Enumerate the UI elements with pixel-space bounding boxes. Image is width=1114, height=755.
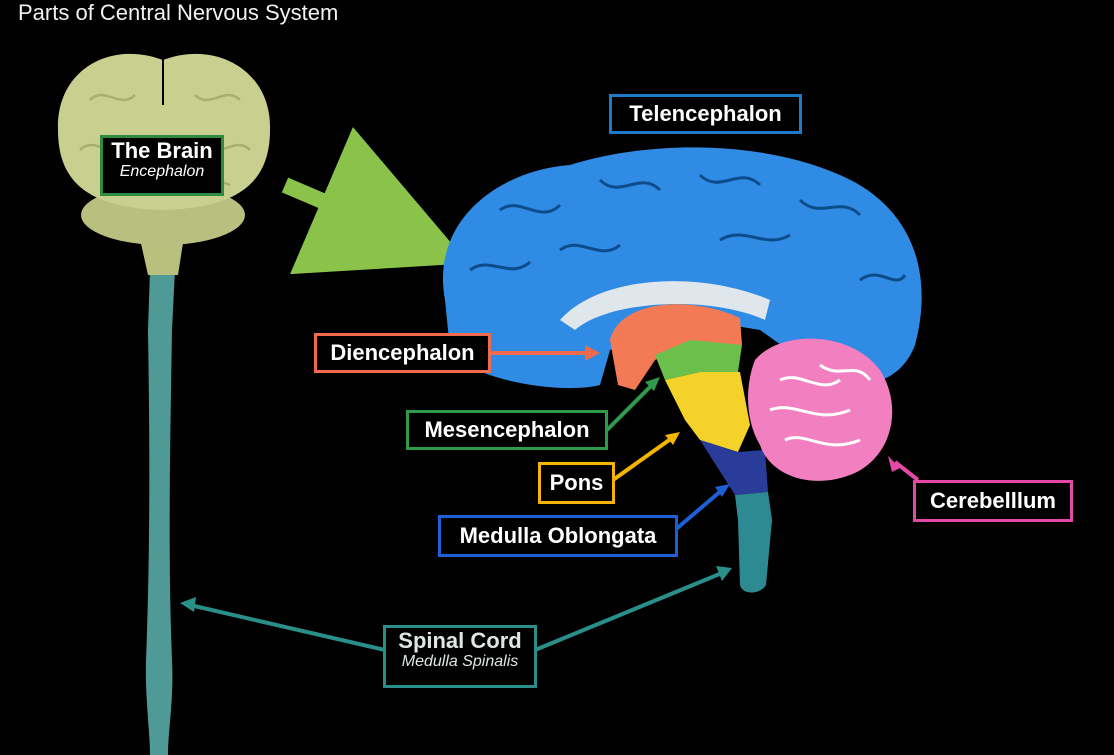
label-spinal-cord: Spinal Cord Medulla Spinalis xyxy=(383,625,537,688)
cerebellum-arrowhead xyxy=(888,456,900,472)
label-spinal-cord-name: Spinal Cord xyxy=(398,628,522,653)
cerebellum-region xyxy=(748,338,893,481)
cerebellum-folia xyxy=(769,363,872,447)
label-mesencephalon: Mesencephalon xyxy=(406,410,608,450)
telencephalon-sulci xyxy=(469,173,907,282)
mesencephalon-arrowhead xyxy=(645,377,660,391)
sagittal-brain-illustration xyxy=(442,147,922,593)
cerebellum-arrow xyxy=(893,460,920,482)
brain-to-section-arrow xyxy=(281,127,469,275)
spinal-arrowhead-left xyxy=(180,597,196,612)
medulla-region xyxy=(700,440,768,495)
label-the-brain-sub: Encephalon xyxy=(119,163,205,181)
page-title: Parts of Central Nervous System xyxy=(18,0,339,25)
diencephalon-arrowhead xyxy=(585,345,600,361)
label-cerebellum: Cerebelllum xyxy=(913,480,1073,522)
label-spinal-cord-sub: Medulla Spinalis xyxy=(401,653,519,671)
mesencephalon-region xyxy=(655,340,742,380)
label-diencephalon: Diencephalon xyxy=(314,333,491,373)
label-telencephalon: Telencephalon xyxy=(609,94,802,134)
pons-arrow xyxy=(611,436,674,482)
label-pons: Pons xyxy=(538,462,615,504)
medulla-arrowhead xyxy=(715,484,730,497)
mesencephalon-arrow xyxy=(605,383,654,432)
label-the-brain-name: The Brain xyxy=(111,138,213,163)
corpus-callosum xyxy=(560,281,770,330)
spinal-cord-shape xyxy=(145,270,175,755)
label-medulla-oblongata: Medulla Oblongata xyxy=(438,515,678,557)
label-the-brain: The Brain Encephalon xyxy=(100,135,224,196)
lower-brainstem xyxy=(735,492,772,593)
medulla-arrow xyxy=(673,488,724,532)
pons-region xyxy=(665,372,750,452)
pons-arrowhead xyxy=(665,432,680,445)
telencephalon-region xyxy=(442,147,922,389)
spinal-arrowhead-right xyxy=(716,566,732,581)
spinal-arrow-left xyxy=(189,603,386,652)
spinal-arrow-right xyxy=(534,571,723,652)
